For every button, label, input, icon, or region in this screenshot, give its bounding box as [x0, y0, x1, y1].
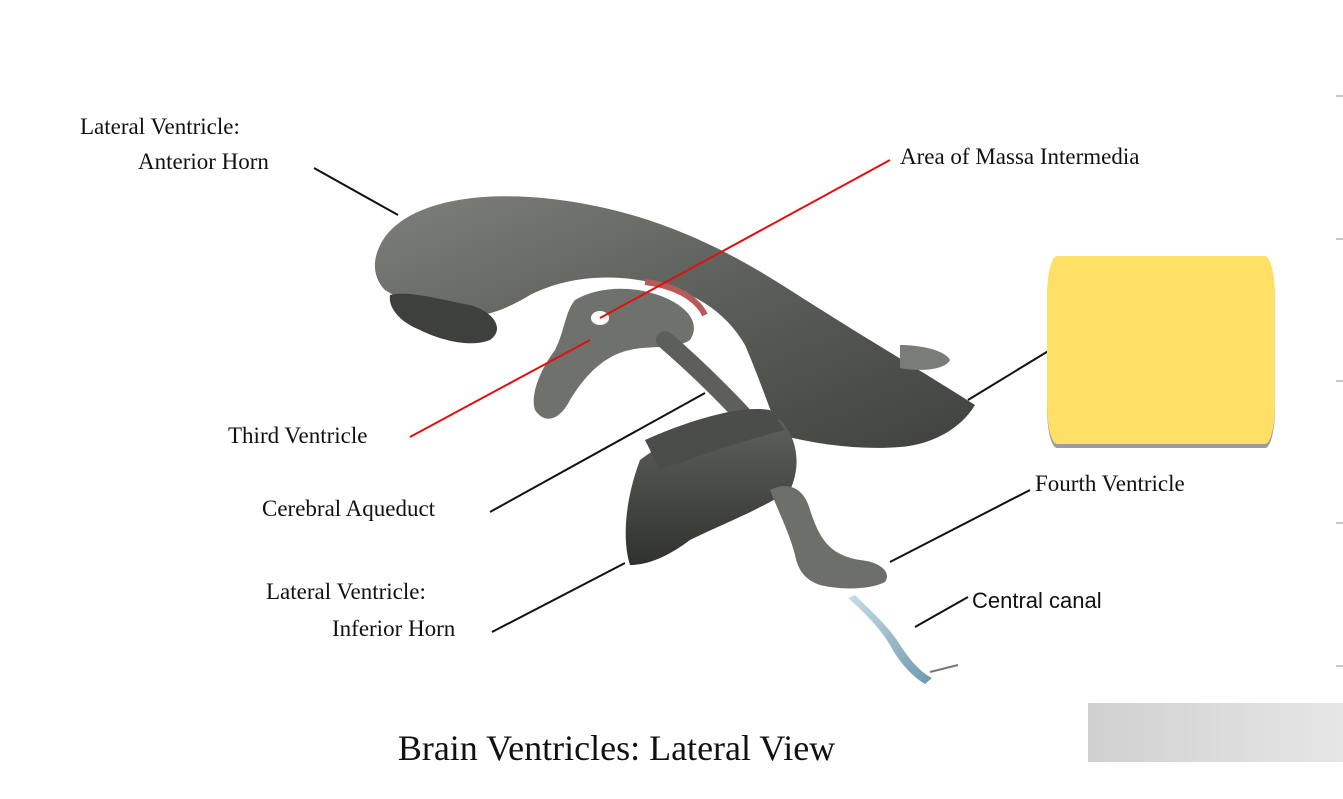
central-canal-shape: [848, 595, 932, 684]
label-lateral-ventricle-anterior-1: Lateral Ventricle:: [80, 115, 240, 138]
label-central-canal: Central canal: [972, 590, 1102, 612]
leader-hidden-label: [968, 350, 1050, 400]
edge-tick: [1336, 665, 1343, 667]
fourth-ventricle-shape: [770, 486, 887, 588]
label-fourth-ventricle: Fourth Ventricle: [1035, 472, 1185, 495]
label-cerebral-aqueduct: Cerebral Aqueduct: [262, 497, 435, 520]
label-lateral-ventricle-inferior-1: Lateral Ventricle:: [266, 580, 426, 603]
label-third-ventricle: Third Ventricle: [228, 424, 367, 447]
label-lateral-ventricle-inferior-2: Inferior Horn: [332, 617, 455, 640]
diagram-title: Brain Ventricles: Lateral View: [398, 727, 835, 769]
leader-central-canal: [915, 597, 968, 627]
label-lateral-ventricle-anterior-2: Anterior Horn: [138, 150, 269, 173]
edge-tick: [1336, 522, 1343, 524]
edge-tick: [1336, 380, 1343, 382]
central-canal-tip: [930, 665, 958, 672]
leader-fourth-ventricle: [890, 490, 1030, 562]
label-area-massa-intermedia: Area of Massa Intermedia: [900, 145, 1139, 168]
posterior-lobe: [900, 345, 950, 370]
label-cover-box: [1047, 256, 1275, 444]
diagram-title-row: Brain Ventricles: Lateral View: [0, 727, 1343, 769]
leader-anterior-horn: [314, 168, 398, 215]
edge-tick: [1336, 95, 1343, 97]
edge-tick: [1336, 238, 1343, 240]
leader-inferior-horn: [492, 563, 625, 632]
